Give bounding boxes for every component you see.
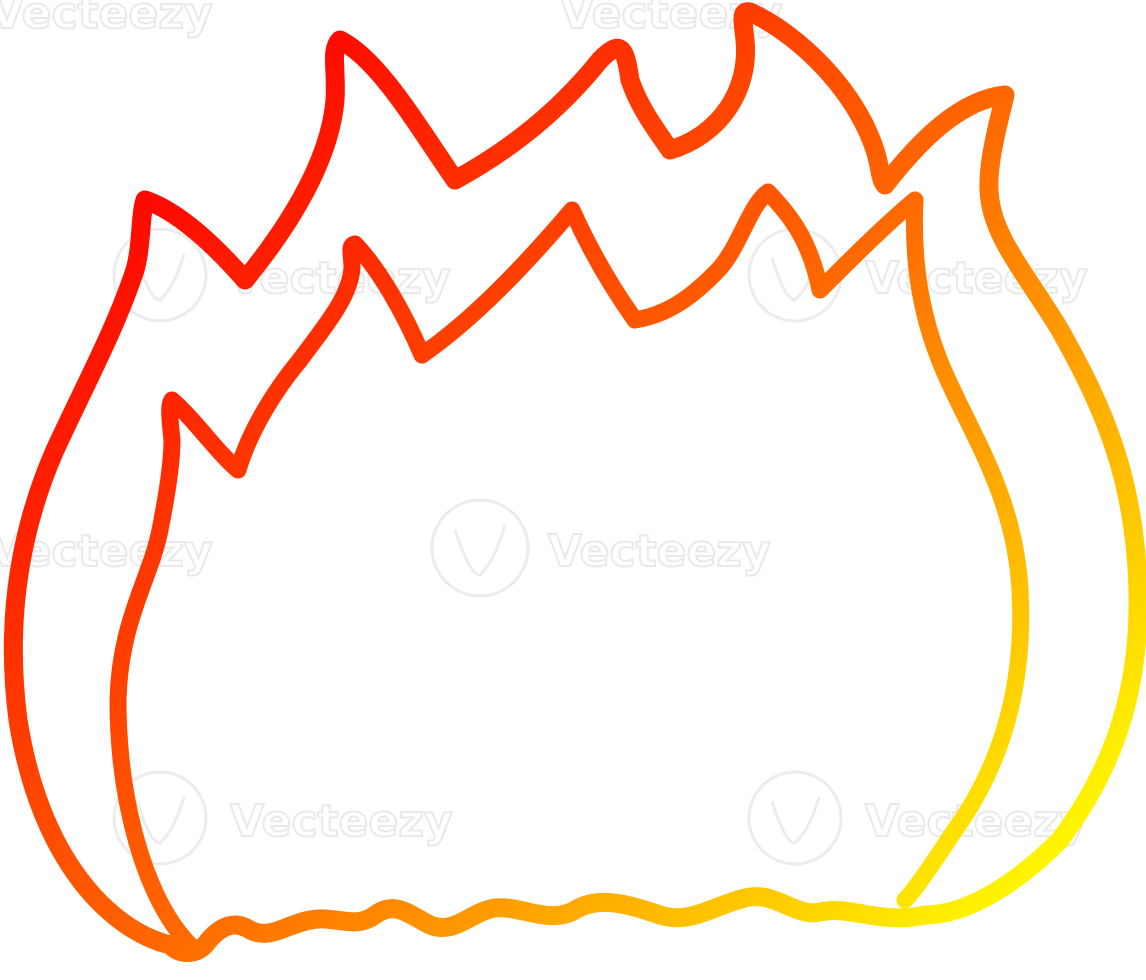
watermark-text: Vecteezy (865, 253, 1088, 304)
watermark-logo-icon (747, 770, 843, 866)
watermark-layer: Vecteezy Vecteezy Vecteezy Vecteezy Vect… (0, 0, 1089, 866)
watermark-logo-icon (430, 498, 530, 598)
inner-flame-outline (109, 183, 1030, 954)
outer-flame-outline (3, 2, 1146, 962)
watermark-text: Vecteezy (548, 526, 771, 577)
watermark-logo-icon (112, 770, 208, 866)
watermark-text: Vecteezy (0, 0, 213, 39)
watermark-text: Vecteezy (230, 796, 453, 847)
watermark-logo-icon (112, 227, 208, 323)
